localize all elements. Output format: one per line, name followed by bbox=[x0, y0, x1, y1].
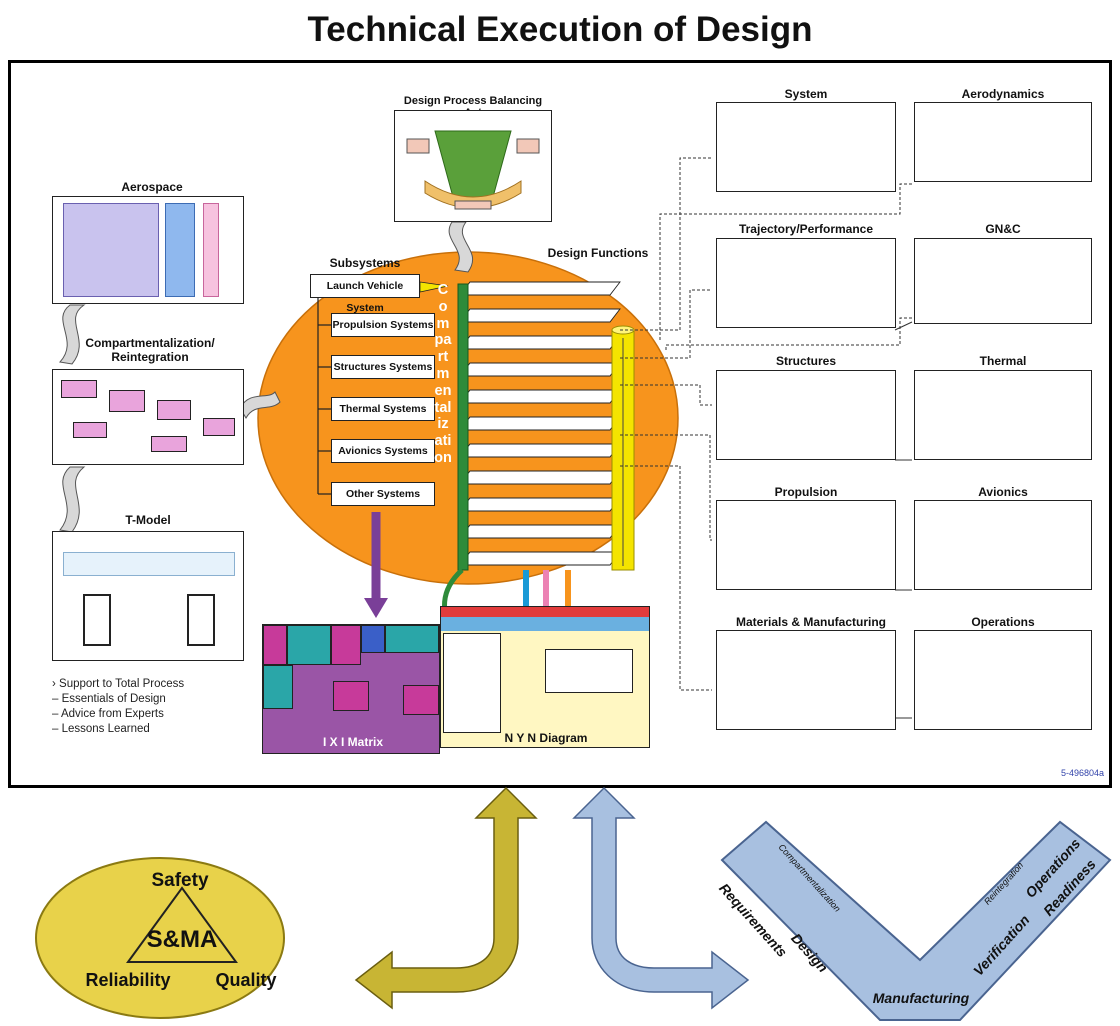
panel-system bbox=[716, 102, 896, 192]
panel-title-trajectory: Trajectory/Performance bbox=[738, 222, 874, 236]
list-item: › Support to Total Process bbox=[52, 678, 185, 690]
vee-manufacturing: Manufacturing bbox=[872, 990, 970, 1006]
subsystem-thermal: Thermal Systems bbox=[331, 397, 435, 421]
sma-triangle bbox=[126, 886, 238, 963]
panel-title-propulsion: Propulsion bbox=[774, 485, 838, 499]
ixi-matrix: I X I Matrix bbox=[262, 624, 440, 754]
panel-structures bbox=[716, 370, 896, 460]
panel-operations bbox=[914, 630, 1092, 730]
page-title: Technical Execution of Design bbox=[307, 10, 813, 49]
balance-fan bbox=[406, 130, 540, 210]
panel-title-system: System bbox=[784, 87, 828, 101]
panel-avionics bbox=[914, 500, 1092, 590]
subsystem-other: Other Systems bbox=[331, 482, 435, 506]
arrow-blue bbox=[572, 786, 750, 1010]
green-column bbox=[457, 283, 469, 571]
subsystem-propulsion: Propulsion Systems bbox=[331, 313, 435, 337]
figure-code: 5-496804a bbox=[1060, 768, 1104, 778]
panel-trajectory bbox=[716, 238, 896, 328]
connector-left-1 bbox=[59, 304, 86, 365]
subsystem-launch-vehicle: Launch Vehicle System bbox=[310, 274, 420, 314]
panel-propulsion bbox=[716, 500, 896, 590]
sma-safety: Safety bbox=[151, 870, 209, 891]
vee-shape bbox=[720, 820, 1112, 1021]
support-list: › Support to Total Process – Essentials … bbox=[52, 677, 184, 737]
panel-title-aerodynamics: Aerodynamics bbox=[961, 87, 1045, 101]
panel-title-gnc: GN&C bbox=[985, 222, 1021, 236]
main-diagram-frame bbox=[8, 60, 1112, 788]
panel-materials bbox=[716, 630, 896, 730]
balancing-act-panel bbox=[394, 110, 552, 222]
nxn-label: N Y N Diagram bbox=[504, 731, 588, 745]
design-function-stack bbox=[459, 281, 621, 566]
panel-title-structures: Structures bbox=[775, 354, 837, 368]
sma-reliability: Reliability bbox=[85, 970, 171, 990]
list-item: – Essentials of Design bbox=[52, 693, 166, 705]
panel-title-operations: Operations bbox=[971, 615, 1035, 629]
compartmentalization-vertical-label: Compartmentalization bbox=[434, 282, 452, 466]
subsystems-label: Subsystems bbox=[329, 256, 401, 270]
connector-compart bbox=[239, 391, 281, 419]
subsystem-avionics: Avionics Systems bbox=[331, 439, 435, 463]
panel-title-thermal: Thermal bbox=[979, 354, 1027, 368]
panel-aerodynamics bbox=[914, 102, 1092, 182]
list-item: – Lessons Learned bbox=[52, 723, 150, 735]
design-functions-label: Design Functions bbox=[547, 246, 649, 260]
panel-title-avionics: Avionics bbox=[978, 485, 1028, 499]
infrastructure-panel bbox=[52, 196, 244, 304]
tmodel-title: T-Model bbox=[125, 513, 171, 527]
nxn-diagram: N Y N Diagram bbox=[440, 606, 650, 748]
subsystem-structures: Structures Systems bbox=[331, 355, 435, 379]
compartmentalization-title: Compartmentalization/ Reintegration bbox=[85, 336, 215, 364]
panel-gnc bbox=[914, 238, 1092, 324]
list-item: – Advice from Experts bbox=[52, 708, 164, 720]
ixi-matrix-label: I X I Matrix bbox=[322, 735, 384, 749]
sma-center: S&MA bbox=[146, 926, 218, 953]
arrow-gold bbox=[354, 786, 538, 1010]
panel-title-materials: Materials & Manufacturing bbox=[735, 615, 887, 629]
compartmentalization-panel bbox=[52, 369, 244, 465]
connector-balance bbox=[448, 221, 474, 273]
panel-thermal bbox=[914, 370, 1092, 460]
sma-quality: Quality bbox=[215, 970, 277, 990]
tmodel-panel bbox=[52, 531, 244, 661]
sma-oval bbox=[35, 857, 285, 1019]
